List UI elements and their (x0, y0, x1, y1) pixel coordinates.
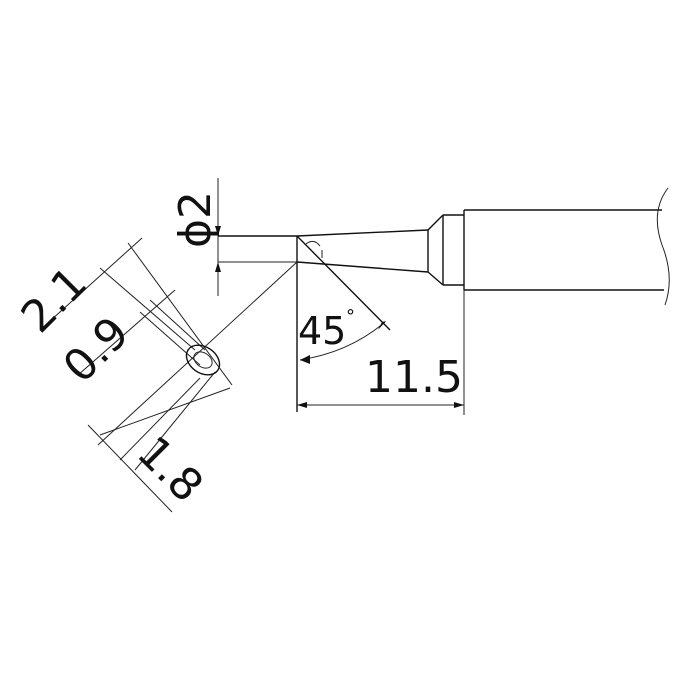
break-line (656, 187, 670, 306)
tip-body (296, 187, 670, 306)
bevel-section: 1.8 2.1 0.9 (12, 237, 298, 513)
angle-dimension: 45 ° (298, 306, 386, 364)
diameter-label: ϕ2 (170, 191, 221, 248)
length-dimension: 11.5 (297, 290, 465, 415)
angle-label: 45 (298, 309, 346, 353)
diameter-dimension: ϕ2 (170, 178, 221, 296)
svg-text:°: ° (346, 306, 355, 327)
length-label: 11.5 (365, 352, 463, 403)
tip-bevel (218, 235, 391, 412)
